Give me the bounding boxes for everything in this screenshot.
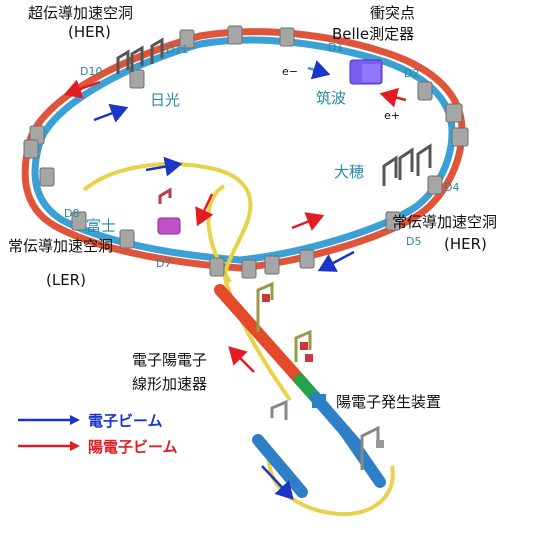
her-nc-cavity-sublabel: (HER) [444,235,487,253]
her-sc-cavity-sublabel: (HER) [68,23,111,41]
ler-nc-cavity-label: 常伝導加速空洞 [8,237,114,255]
site-fuji: 富士 [86,217,117,235]
collision-point-label: 衝突点 [370,4,416,22]
legend-electron-text: 電子ビーム [88,411,163,430]
positron-source-label: 陽電子発生装置 [336,393,442,411]
ler-nc-cavity-sublabel: (LER) [46,271,86,289]
legend-positron: 陽電子ビーム [16,436,178,456]
section-d11: D11 [166,43,189,56]
linac-label-1: 電子陽電子 [132,351,208,369]
section-d10: D10 [80,65,103,78]
her-nc-cavity-label: 常伝導加速空洞 [392,213,498,231]
section-d7: D7 [156,257,172,270]
legend-positron-text: 陽電子ビーム [88,437,178,456]
e-minus-label: e− [282,65,298,78]
beam-arrows [63,60,407,500]
section-d2: D2 [404,67,420,80]
legend-electron-arrow-icon [18,415,80,425]
ler-cavity [157,187,181,235]
legend-electron: 電子ビーム [16,410,163,430]
linac-boxes [262,294,384,448]
section-d8: D8 [64,207,80,220]
legend-positron-arrow-icon [18,441,80,451]
linac [214,284,386,498]
site-tsukuba: 筑波 [316,89,347,107]
e-plus-label: e+ [384,109,400,122]
section-d5: D5 [406,235,422,248]
site-oho: 大穂 [334,163,365,181]
linac-stands [256,281,380,470]
ring-magnets [23,25,469,279]
cavity-stands [116,37,432,186]
belle-detector [349,59,383,85]
her-sc-cavity-label: 超伝導加速空洞 [28,4,134,22]
belle-detector-label: Belle測定器 [332,25,415,43]
section-d1: D1 [328,41,344,54]
section-d4: D4 [444,181,460,194]
linac-label-2: 線形加速器 [132,375,208,393]
site-nikko: 日光 [150,91,181,109]
